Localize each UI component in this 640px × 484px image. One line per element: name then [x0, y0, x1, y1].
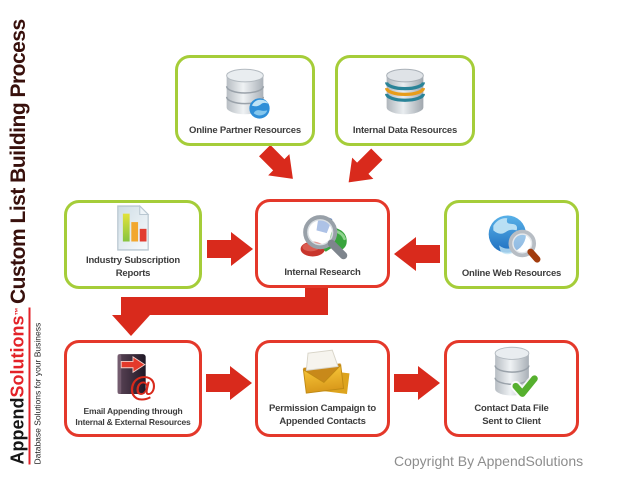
append-solutions-logo: AppendSolutions™ Database Solutions for …	[7, 300, 51, 465]
database-check-icon	[482, 343, 542, 403]
node-label: Contact Data File Sent to Client	[474, 403, 549, 427]
copyright-text: Copyright By AppendSolutions	[394, 453, 584, 469]
flow-elbow-arrowhead-down	[112, 315, 150, 336]
node-internal-data-resources: Internal Data Resources	[335, 55, 475, 146]
flow-elbow-horizontal-bar	[121, 297, 328, 315]
node-email-appending: @ Email Appending through Internal & Ext…	[64, 340, 202, 437]
bar-chart-report-icon	[106, 201, 160, 255]
logo-tagline: Database Solutions for your Business	[32, 322, 43, 465]
node-online-web-resources: Online Web Resources	[444, 200, 579, 289]
node-online-partner-resources: Online Partner Resources	[175, 55, 315, 146]
node-label: Internal Research	[284, 266, 361, 278]
node-industry-subscription-reports: Industry Subscription Reports	[64, 200, 202, 289]
node-permission-campaign: Permission Campaign to Appended Contacts	[255, 340, 390, 437]
globe-magnifier-icon	[481, 205, 543, 268]
node-label: Online Partner Resources	[189, 124, 301, 136]
arrow-left-icon	[394, 232, 440, 271]
node-label: Email Appending through Internal & Exter…	[75, 405, 191, 427]
email-append-icon: @	[104, 345, 162, 406]
node-label: Industry Subscription Reports	[86, 255, 180, 279]
logo-wordmark: AppendSolutions™	[7, 307, 31, 465]
database-globe-icon	[213, 60, 277, 125]
arrow-down-right-icon	[250, 140, 303, 193]
node-label: Online Web Resources	[461, 267, 562, 279]
arrow-right-icon	[394, 366, 440, 405]
arrow-down-left-icon	[334, 140, 387, 193]
open-envelope-icon	[292, 345, 354, 403]
node-contact-data-file: Contact Data File Sent to Client	[444, 340, 579, 437]
page-title: Custom List Building Process	[7, 19, 30, 304]
arrow-right-icon	[206, 366, 252, 405]
arrow-right-icon	[207, 232, 253, 271]
magnifier-pie-chart-icon	[291, 204, 355, 267]
node-label: Permission Campaign to Appended Contacts	[269, 403, 376, 427]
node-label: Internal Data Resources	[352, 124, 458, 136]
node-internal-research: Internal Research	[255, 199, 390, 288]
logo-word-append: Append	[7, 397, 28, 465]
trademark-symbol: ™	[13, 307, 23, 316]
database-rings-icon	[373, 60, 437, 125]
svg-text:@: @	[129, 371, 156, 402]
logo-word-solutions: Solutions	[7, 315, 28, 398]
